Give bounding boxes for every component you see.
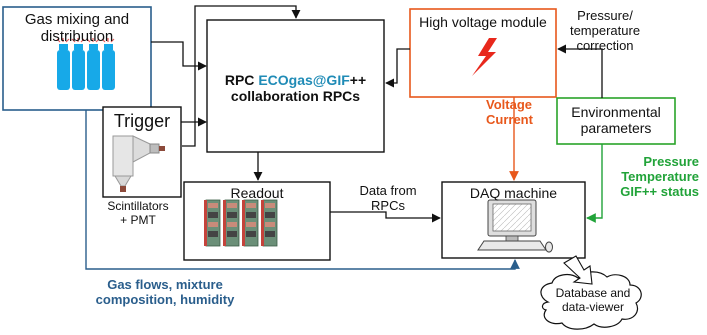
readout-box-title: Readout [230,185,284,201]
rpc-prefix: RPC [224,72,259,88]
lightning-bolt-icon [472,38,497,76]
env-status-pressure: Pressure [643,154,699,169]
database-cloud-icon [540,271,642,330]
gas-box-title: Gas mixing and distribution [4,11,150,46]
computer-icon [477,199,553,253]
trigger-caption-line2: + PMT [120,212,156,227]
database-label: Database and data-viewer [541,286,645,315]
trigger-caption-line1: Scintillators [107,199,169,213]
data-from-rpcs-line1: Data from [359,183,417,198]
hv-box-title: High voltage module [419,14,547,30]
rpc-box-title-line1: RPC ECOgas@GIF++ [207,72,384,88]
data-from-rpcs-line2: RPCs [371,197,405,213]
env-status-temperature: Temperature [621,168,699,184]
env-status-gif: GIF++ status [620,183,699,199]
readout-boards-icon [204,199,278,247]
database-line1: Database and [555,286,631,300]
correction-to-hv-arrow [557,44,603,98]
top-loop-arrow [182,5,301,147]
trigger-title: Trigger [113,111,171,131]
daq-to-database-arrow [563,255,593,285]
data-from-rpcs-label: Data from RPCs [338,183,438,214]
gas-flows-line2: composition, humidity [95,291,235,307]
gas-flows-line1: Gas flows, mixture [107,277,223,292]
env-box-label: Environmental parameters [557,104,675,136]
readout-to-daq-arrow [330,211,441,223]
daq-box-title: DAQ machine [469,185,558,201]
rpc-box [206,19,385,153]
gas-flows-label: Gas flows, mixture composition, humidity [60,277,270,308]
pressure-correction-label: Pressure/ temperature correction [564,8,646,54]
gas-box-title-line2: distribution [40,28,114,46]
trigger-caption: Scintillators + PMT [88,199,188,228]
gas-box-title-line1: Gas mixing and [24,11,130,28]
pressure-correction-line3: correction [576,37,634,53]
gas-to-daq-arrow [85,110,520,270]
env-box-line1: Environmental [571,104,661,120]
gas-to-rpc-arrow [151,41,207,71]
env-to-daq-arrow [586,144,603,223]
pressure-correction-line2: temperature [569,22,641,38]
voltage-label: Voltage [486,97,532,112]
rpc-suffix: ++ [349,72,367,88]
gas-cylinders-icon [56,38,115,90]
hv-to-rpc-arrow [385,48,410,88]
current-label: Current [486,111,533,127]
env-box [556,97,676,145]
env-box-line2: parameters [580,120,652,137]
rpc-box-title: RPC ECOgas@GIF++ collaboration RPCs [207,72,384,104]
scintillator-pmt-icon [112,135,165,192]
env-status-label: Pressure Temperature GIF++ status [599,154,699,200]
rpc-highlight: ECOgas@GIF [258,72,350,88]
rpc-box-title-line2: collaboration RPCs [230,88,361,105]
database-line2: data-viewer [561,299,625,314]
voltage-current-label: Voltage Current [486,97,533,128]
pressure-correction-line1: Pressure/ [577,8,633,23]
